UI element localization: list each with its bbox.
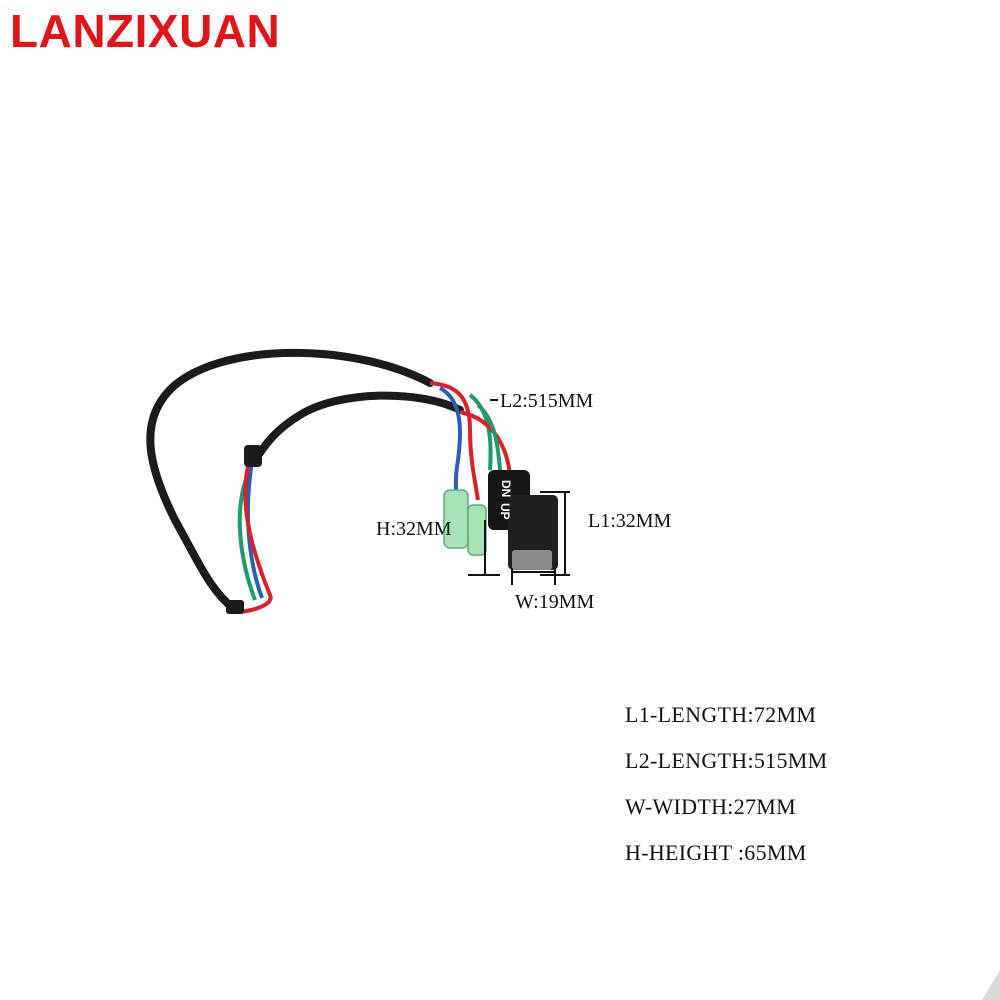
brand-logo: LANZIXUAN (10, 5, 281, 57)
wire-red-left (234, 457, 273, 614)
cable-inner (251, 391, 464, 464)
dim-label-l2: L2:515MM (500, 390, 594, 412)
corner-decoration (982, 970, 1000, 1000)
cable-sleeve (226, 600, 244, 614)
wire-red-right (429, 381, 480, 501)
dimension-lines (468, 399, 570, 585)
dim-label-w: W:19MM (515, 591, 594, 613)
switch-label-up: UP (498, 503, 512, 520)
dim-label-h: H:32MM (376, 518, 452, 540)
spec-item: L1-LENGTH:72MM (625, 702, 817, 727)
wire-blue-right (438, 386, 463, 501)
trim-tilt-switch: DN UP (488, 470, 558, 570)
terminal-connector (467, 504, 487, 556)
cable-sleeve (244, 445, 262, 467)
wire-green-switch (476, 403, 502, 471)
wire-red-switch (459, 410, 512, 481)
spec-item: H-HEIGHT :65MM (625, 840, 807, 865)
dim-label-l1: L1:32MM (588, 510, 672, 532)
spec-list: L1-LENGTH:72MM L2-LENGTH:515MM W-WIDTH:2… (625, 700, 827, 884)
spec-item: W-WIDTH:27MM (625, 794, 797, 819)
switch-label-dn: DN (499, 480, 513, 497)
cable-outer (146, 348, 434, 614)
spec-item: L2-LENGTH:515MM (625, 748, 828, 773)
